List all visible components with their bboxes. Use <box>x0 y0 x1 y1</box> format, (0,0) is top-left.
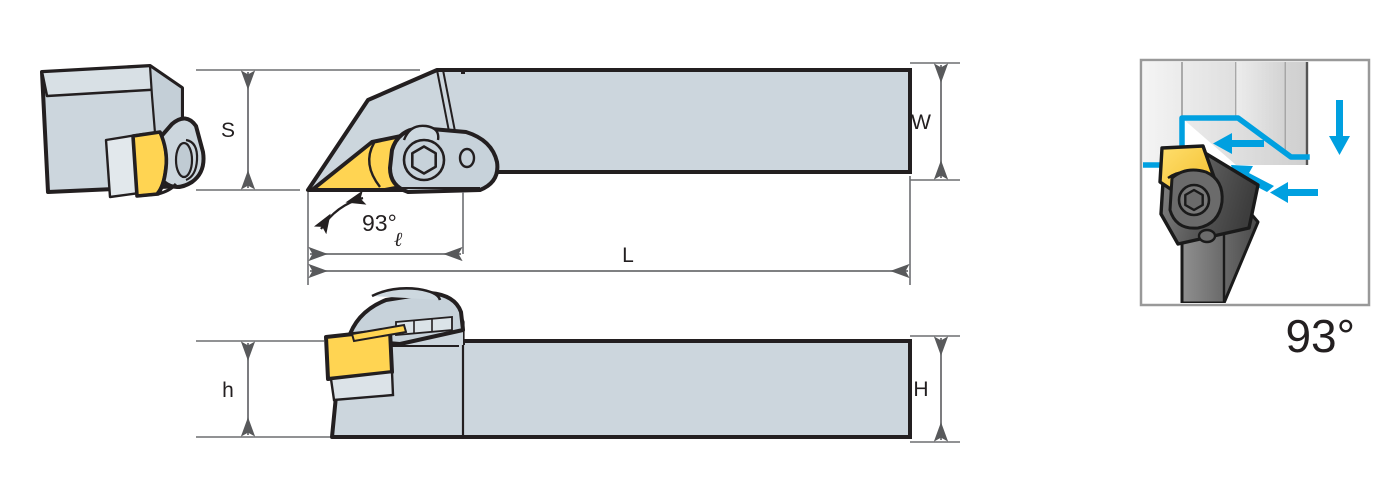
top-shank <box>461 68 912 174</box>
front-clamp-top-lobe <box>371 287 442 301</box>
dim-label-l-small: ℓ <box>394 229 403 251</box>
dim-label-w: W <box>911 111 931 134</box>
top-clamp-lobe <box>402 124 440 141</box>
application-panel-content <box>1143 62 1350 303</box>
application-angle-badge: 93° <box>1285 310 1355 362</box>
feed-arrow-radial <box>1329 100 1350 155</box>
angle-label-93: 93° <box>362 210 397 236</box>
dim-label-h-small: h <box>222 379 234 402</box>
application-view: 93° <box>1139 58 1371 362</box>
feed-arrows <box>1213 100 1350 203</box>
top-insert-nose-arc <box>368 142 381 188</box>
front-insert-shim <box>329 370 395 402</box>
front-insert-top-sliver <box>350 323 408 343</box>
iso-insert-edge <box>156 131 168 194</box>
front-view: h H <box>196 287 960 443</box>
workpiece-band-shade <box>1236 62 1285 152</box>
app-screw-hex-socket <box>1184 188 1204 212</box>
top-clamp-hex-socket <box>411 145 437 175</box>
top-view: S W 93° ℓ L <box>196 62 960 285</box>
isometric-view <box>40 64 206 199</box>
iso-clamp-contour <box>185 138 199 182</box>
feed-arrow-axial <box>1213 133 1264 154</box>
feed-arrow-taper <box>1231 165 1274 192</box>
top-clamp-boss <box>458 147 476 169</box>
dim-label-l-overall: L <box>622 244 634 267</box>
dim-label-s: S <box>221 119 235 142</box>
angle-arc-93 <box>313 190 367 235</box>
dim-label-h-overall: H <box>913 378 928 401</box>
iso-head-lower-edge <box>136 182 178 198</box>
feed-arrow-lower <box>1270 182 1318 203</box>
iso-clamp-boss <box>174 141 194 179</box>
app-clamp-pin <box>1197 228 1217 244</box>
front-shank <box>461 339 912 439</box>
top-head-shank-seam <box>459 74 469 168</box>
